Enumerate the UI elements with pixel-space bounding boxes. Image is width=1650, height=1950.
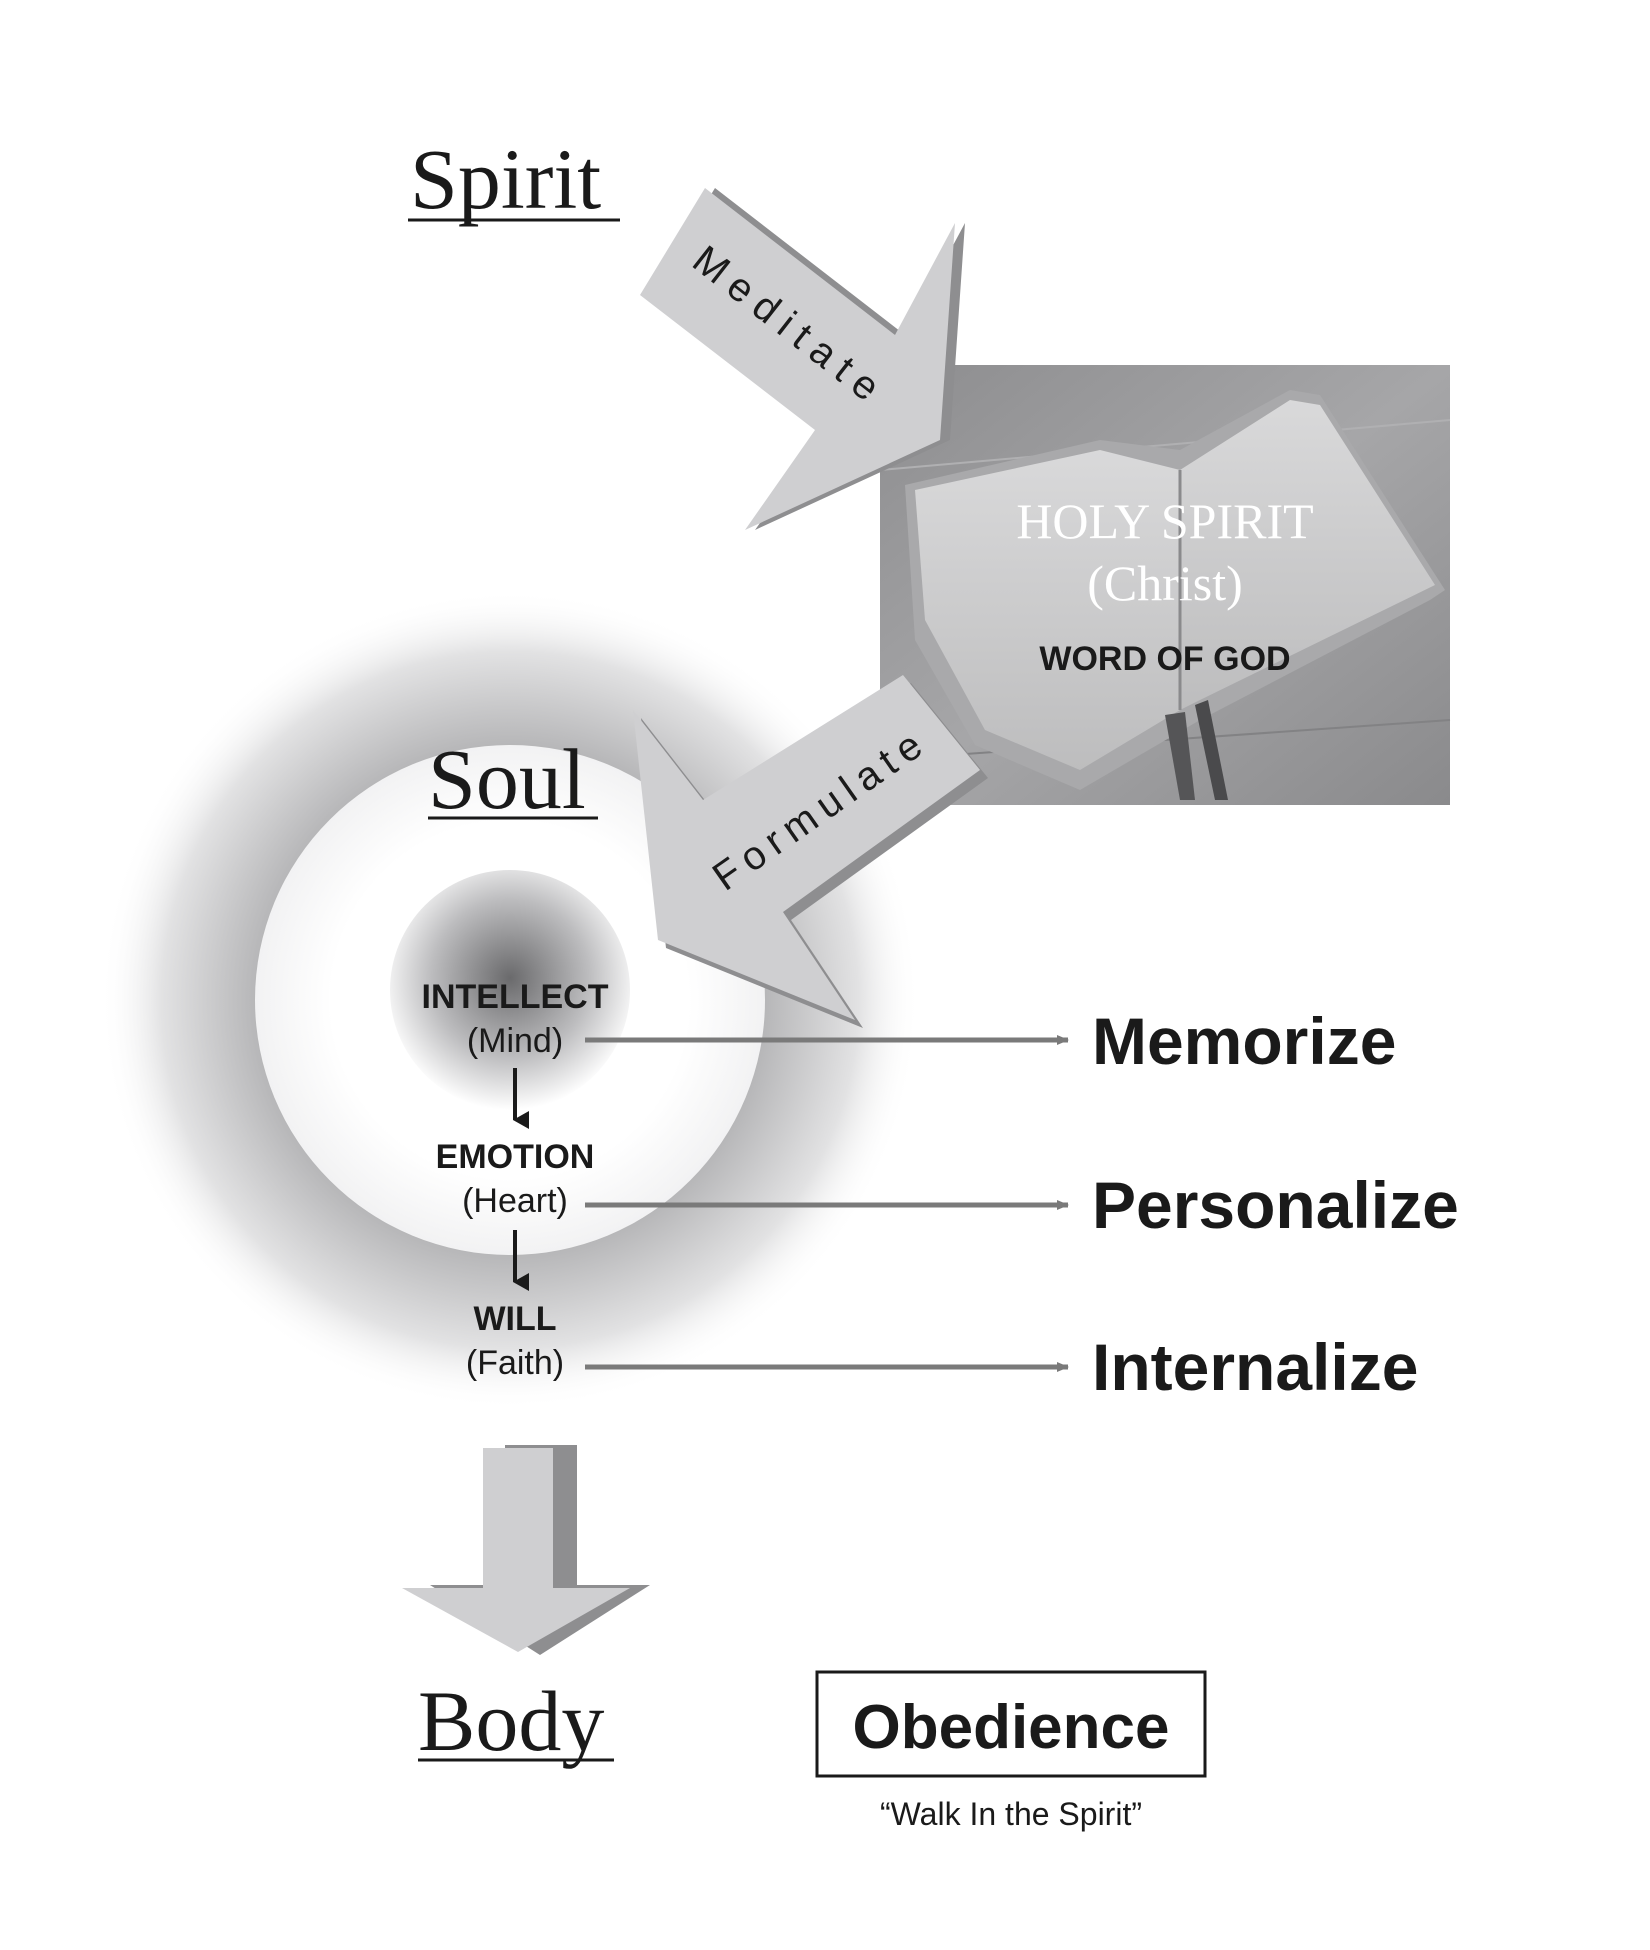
formulate-arrow	[633, 675, 988, 1028]
soul-inner-core	[390, 870, 630, 1110]
bible-photo	[879, 365, 1451, 805]
heading-soul: Soul	[428, 731, 586, 827]
level-will-title: WILL	[473, 1300, 556, 1338]
obedience-box	[815, 1670, 1207, 1778]
bible-line-word-of-god: WORD OF GOD	[1039, 640, 1290, 678]
bible-line-holy-spirit: HOLY SPIRIT	[1016, 493, 1313, 549]
meditate-arrow	[640, 188, 965, 530]
level-emotion-sub: (Heart)	[462, 1182, 568, 1220]
level-will-sub: (Faith)	[466, 1344, 564, 1382]
level-intellect-title: INTELLECT	[422, 978, 609, 1016]
level-emotion-title: EMOTION	[436, 1138, 595, 1176]
level-intellect-sub: (Mind)	[467, 1022, 563, 1060]
heading-body: Body	[418, 1673, 604, 1769]
down-arrow-to-body	[402, 1445, 650, 1655]
obedience-label: Obedience	[853, 1693, 1170, 1762]
action-personalize: Personalize	[1092, 1168, 1459, 1242]
action-internalize: Internalize	[1092, 1330, 1418, 1404]
heading-spirit: Spirit	[410, 131, 601, 227]
bible-line-christ: (Christ)	[1087, 555, 1243, 611]
action-memorize: Memorize	[1092, 1004, 1396, 1078]
obedience-caption: “Walk In the Spirit”	[880, 1796, 1142, 1832]
